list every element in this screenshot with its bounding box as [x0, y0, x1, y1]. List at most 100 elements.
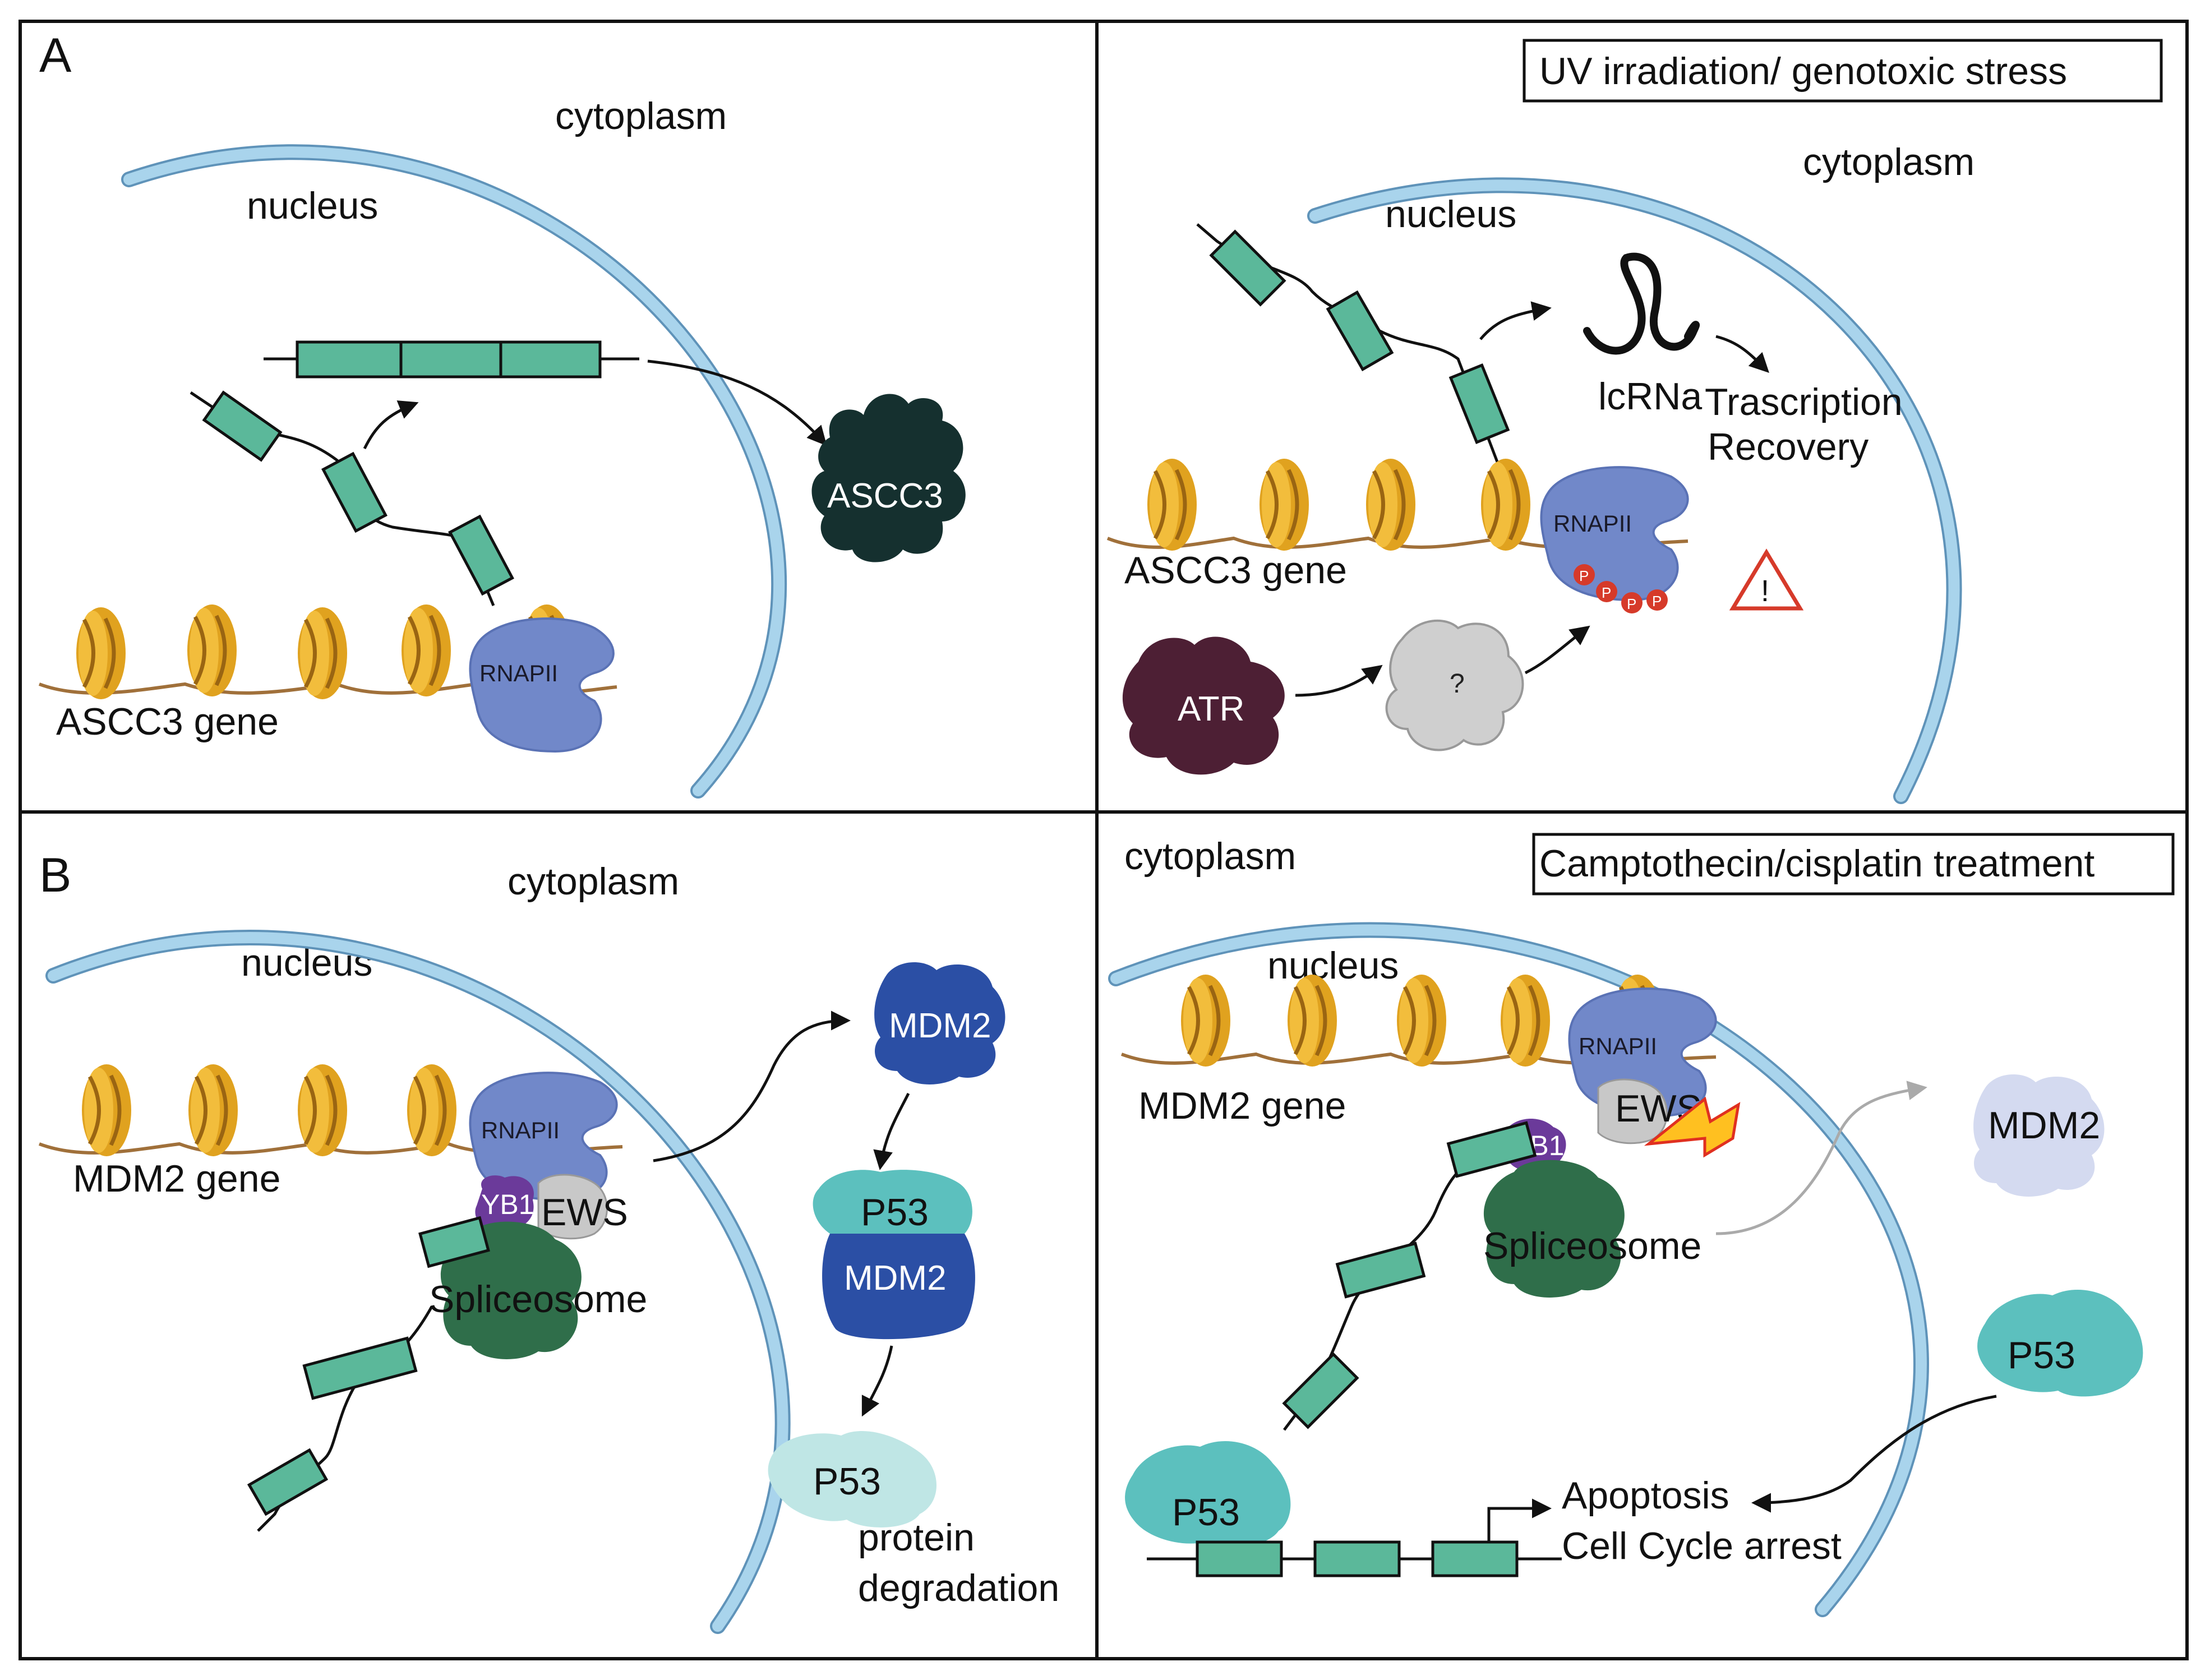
nuclear-membrane: [45, 930, 791, 1634]
nucleosome: [1366, 459, 1415, 551]
nucleosome: [1288, 975, 1337, 1067]
ews-protein: [537, 1174, 608, 1240]
rnapii-shape: [469, 617, 615, 753]
exon: [1313, 1540, 1401, 1577]
rnapii-label: RNAPII: [1579, 1033, 1657, 1059]
outcome-line2: Cell Cycle arrest: [1562, 1525, 1842, 1567]
rnapii-label: RNAPII: [1553, 510, 1632, 537]
gene-label: MDM2 gene: [73, 1157, 280, 1200]
mdm2-faded-label: MDM2: [1988, 1104, 2100, 1147]
spliceosome-label: Spliceosome: [1483, 1225, 1701, 1267]
yb1-protein: [475, 1175, 534, 1230]
exon: [1431, 1540, 1519, 1577]
p53-nucleus-protein: [1125, 1441, 1291, 1548]
nucleosome: [298, 607, 347, 699]
phospho-groups: P P P P: [1574, 564, 1668, 613]
outcome-line1: Trascription: [1705, 381, 1903, 423]
lncrna-label: lcRNa: [1598, 375, 1702, 418]
nucleosome: [1260, 459, 1309, 551]
recovery-arrow: [1715, 335, 1769, 373]
rnapii-label: RNAPII: [479, 660, 558, 686]
spliceosome-protein: [1483, 1160, 1625, 1298]
panel-b-right: cytoplasm Camptothecin/cisplatin treatme…: [1108, 833, 2175, 1617]
panel-a-right: UV irradiation/ genotoxic stress cytopla…: [1106, 39, 2163, 804]
nucleosome: [1481, 459, 1530, 551]
exon: [1446, 1121, 1537, 1178]
p53-free-protein: [768, 1430, 936, 1527]
spliceosome-label: Spliceosome: [429, 1278, 647, 1321]
dna-damage-lightning-icon: [1644, 1096, 1741, 1158]
export-arrow: [647, 359, 827, 446]
mdm2-complex-label: MDM2: [844, 1259, 947, 1298]
gene-label: ASCC3 gene: [1124, 549, 1347, 592]
cytoplasm-label: cytoplasm: [555, 95, 727, 137]
exon: [1196, 1540, 1283, 1577]
mdm2-complex-protein: [822, 1234, 975, 1340]
mdm2-protein: [874, 962, 1005, 1084]
nucleosome: [1147, 459, 1197, 551]
panel-a-letter: A: [39, 29, 72, 82]
p53-complex-label: P53: [861, 1191, 929, 1234]
exon: [302, 1336, 418, 1400]
transcription-arrow: [1487, 1498, 1552, 1542]
ascc3-protein: [811, 394, 966, 562]
outcome-line2: Recovery: [1708, 426, 1869, 468]
transcription-arrow: [363, 400, 419, 450]
p53-protein: [813, 1170, 972, 1234]
exon: [202, 390, 283, 462]
exon: [448, 514, 514, 596]
cytoplasm-label: cytoplasm: [508, 860, 679, 903]
exon: [321, 451, 387, 533]
ews-label: EWS: [541, 1191, 628, 1234]
exon: [247, 1448, 329, 1516]
p53-cytoplasm-label: P53: [2008, 1334, 2075, 1377]
nuclear-membrane-fill: [1309, 179, 1960, 802]
atr-arrow: [1295, 664, 1383, 697]
uv-condition-box: [1523, 39, 2163, 103]
nucleosome: [298, 1064, 347, 1156]
svg-text:P: P: [1602, 584, 1611, 601]
panel-a-left: A cytoplasm nucleus RNAPII ASCC3 gene AS…: [38, 29, 966, 799]
outcome-line1: Apoptosis: [1562, 1474, 1729, 1517]
gene-label: MDM2 gene: [1138, 1084, 1346, 1127]
panel-b-letter: B: [39, 848, 71, 902]
ascc3-label: ASCC3: [827, 477, 943, 515]
nucleosome: [1397, 975, 1446, 1067]
lncrna-molecule: [1583, 252, 1700, 355]
degradation-line1: protein: [858, 1516, 975, 1559]
p53-import-arrow: [1751, 1395, 1997, 1513]
blocked-export-arrow: [1715, 1081, 1927, 1235]
svg-text:P: P: [1579, 567, 1589, 584]
degradation-line2: degradation: [858, 1567, 1059, 1609]
svg-text:P: P: [1627, 596, 1636, 612]
atr-label: ATR: [1178, 690, 1244, 728]
cytoplasm-label: cytoplasm: [1803, 141, 1974, 183]
nucleosome: [1181, 975, 1230, 1067]
nuclear-membrane-fill: [1110, 924, 1927, 1615]
p53-nucleus-label: P53: [1172, 1491, 1240, 1534]
exon: [418, 1216, 490, 1268]
nucleosome: [187, 604, 237, 696]
nucleosome: [82, 1064, 131, 1156]
degradation-arrow: [861, 1345, 893, 1417]
spliceosome-protein: [440, 1221, 582, 1359]
nucleosome: [1501, 975, 1550, 1067]
unknown-protein: [1385, 619, 1524, 751]
nucleosome: [402, 604, 451, 696]
svg-text:!: !: [1761, 574, 1769, 608]
export-arrow: [653, 1010, 851, 1162]
exon: [1335, 1241, 1426, 1299]
uv-condition-label: UV irradiation/ genotoxic stress: [1539, 50, 2067, 93]
exon: [1282, 1352, 1359, 1429]
mdm2-label: MDM2: [889, 1007, 991, 1045]
gene-label: ASCC3 gene: [56, 700, 279, 743]
nucleus-label: nucleus: [1267, 944, 1399, 987]
atr-protein: [1122, 636, 1285, 775]
nuclear-membrane: [121, 144, 787, 799]
unknown-label: ?: [1450, 669, 1465, 699]
ews-protein: [1597, 1078, 1668, 1144]
nucleosome: [76, 607, 126, 699]
cytoplasm-label: cytoplasm: [1124, 835, 1296, 878]
